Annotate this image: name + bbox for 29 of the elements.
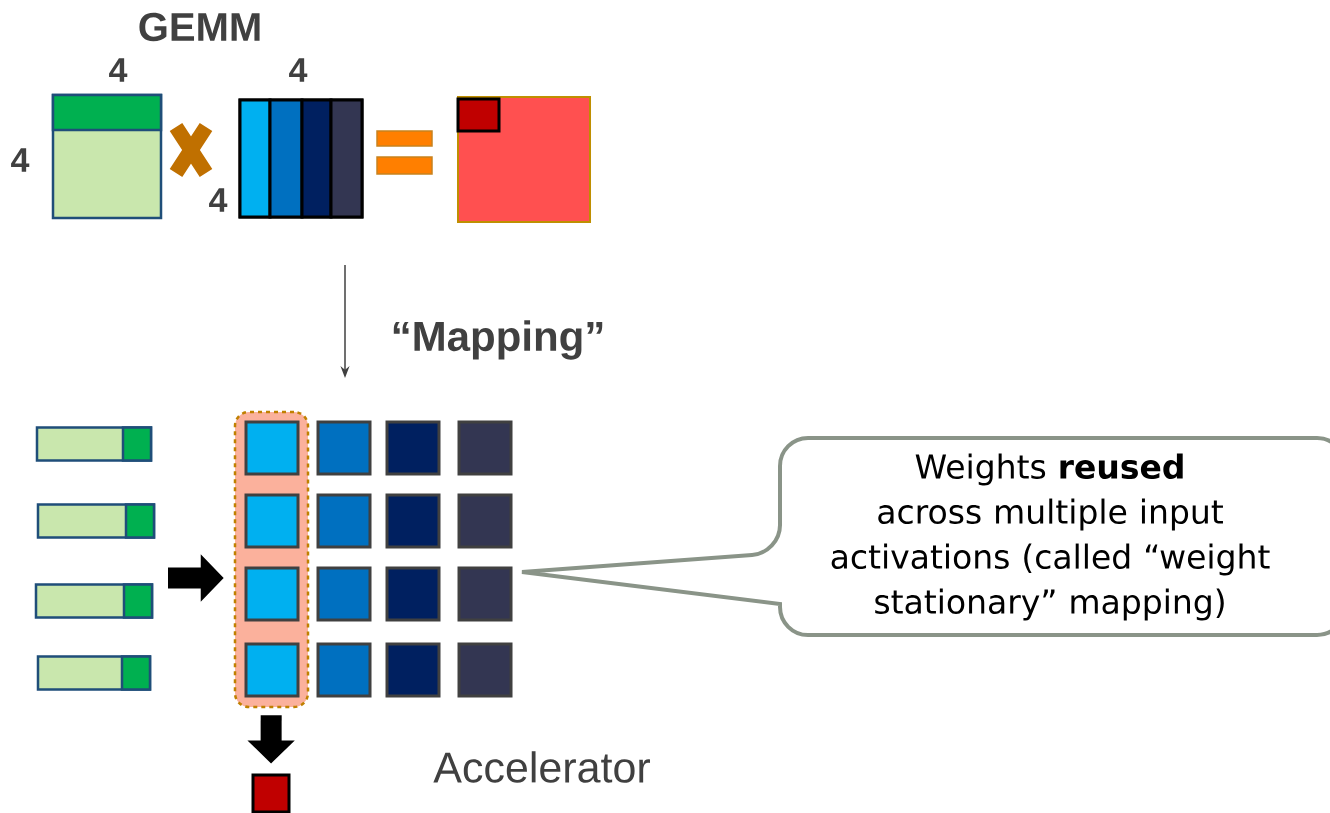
- processing-element: [385, 642, 441, 698]
- processing-element: [385, 493, 441, 549]
- input-vector: [36, 655, 152, 691]
- processing-element: [457, 493, 513, 549]
- dimension-label: 4: [209, 188, 228, 212]
- processing-element: [244, 420, 300, 476]
- processing-element: [457, 566, 513, 622]
- processing-element: [385, 420, 441, 476]
- matrix-drawing: [456, 96, 591, 223]
- processing-element: [244, 493, 300, 549]
- input-vector: [34, 583, 154, 619]
- processing-element: [316, 493, 372, 549]
- accelerator-label: Accelerator: [433, 751, 650, 783]
- processing-element: [385, 566, 441, 622]
- matrix-drawing: [238, 98, 364, 219]
- input-vector: [36, 503, 156, 539]
- title: GEMM: [139, 12, 260, 42]
- input-vector: [35, 426, 153, 462]
- processing-element: [316, 566, 372, 622]
- callout-bubble: Weights reused across multiple input activations (called “weight stationary” mapping): [520, 436, 1330, 637]
- processing-element: [316, 420, 372, 476]
- matrix-drawing: [51, 93, 163, 220]
- output-element: [251, 773, 291, 813]
- processing-element: [316, 642, 372, 698]
- processing-element: [244, 566, 300, 622]
- processing-element: [457, 420, 513, 476]
- mapping-label: “Mapping”: [393, 320, 603, 360]
- processing-element: [244, 642, 300, 698]
- processing-element: [457, 642, 513, 698]
